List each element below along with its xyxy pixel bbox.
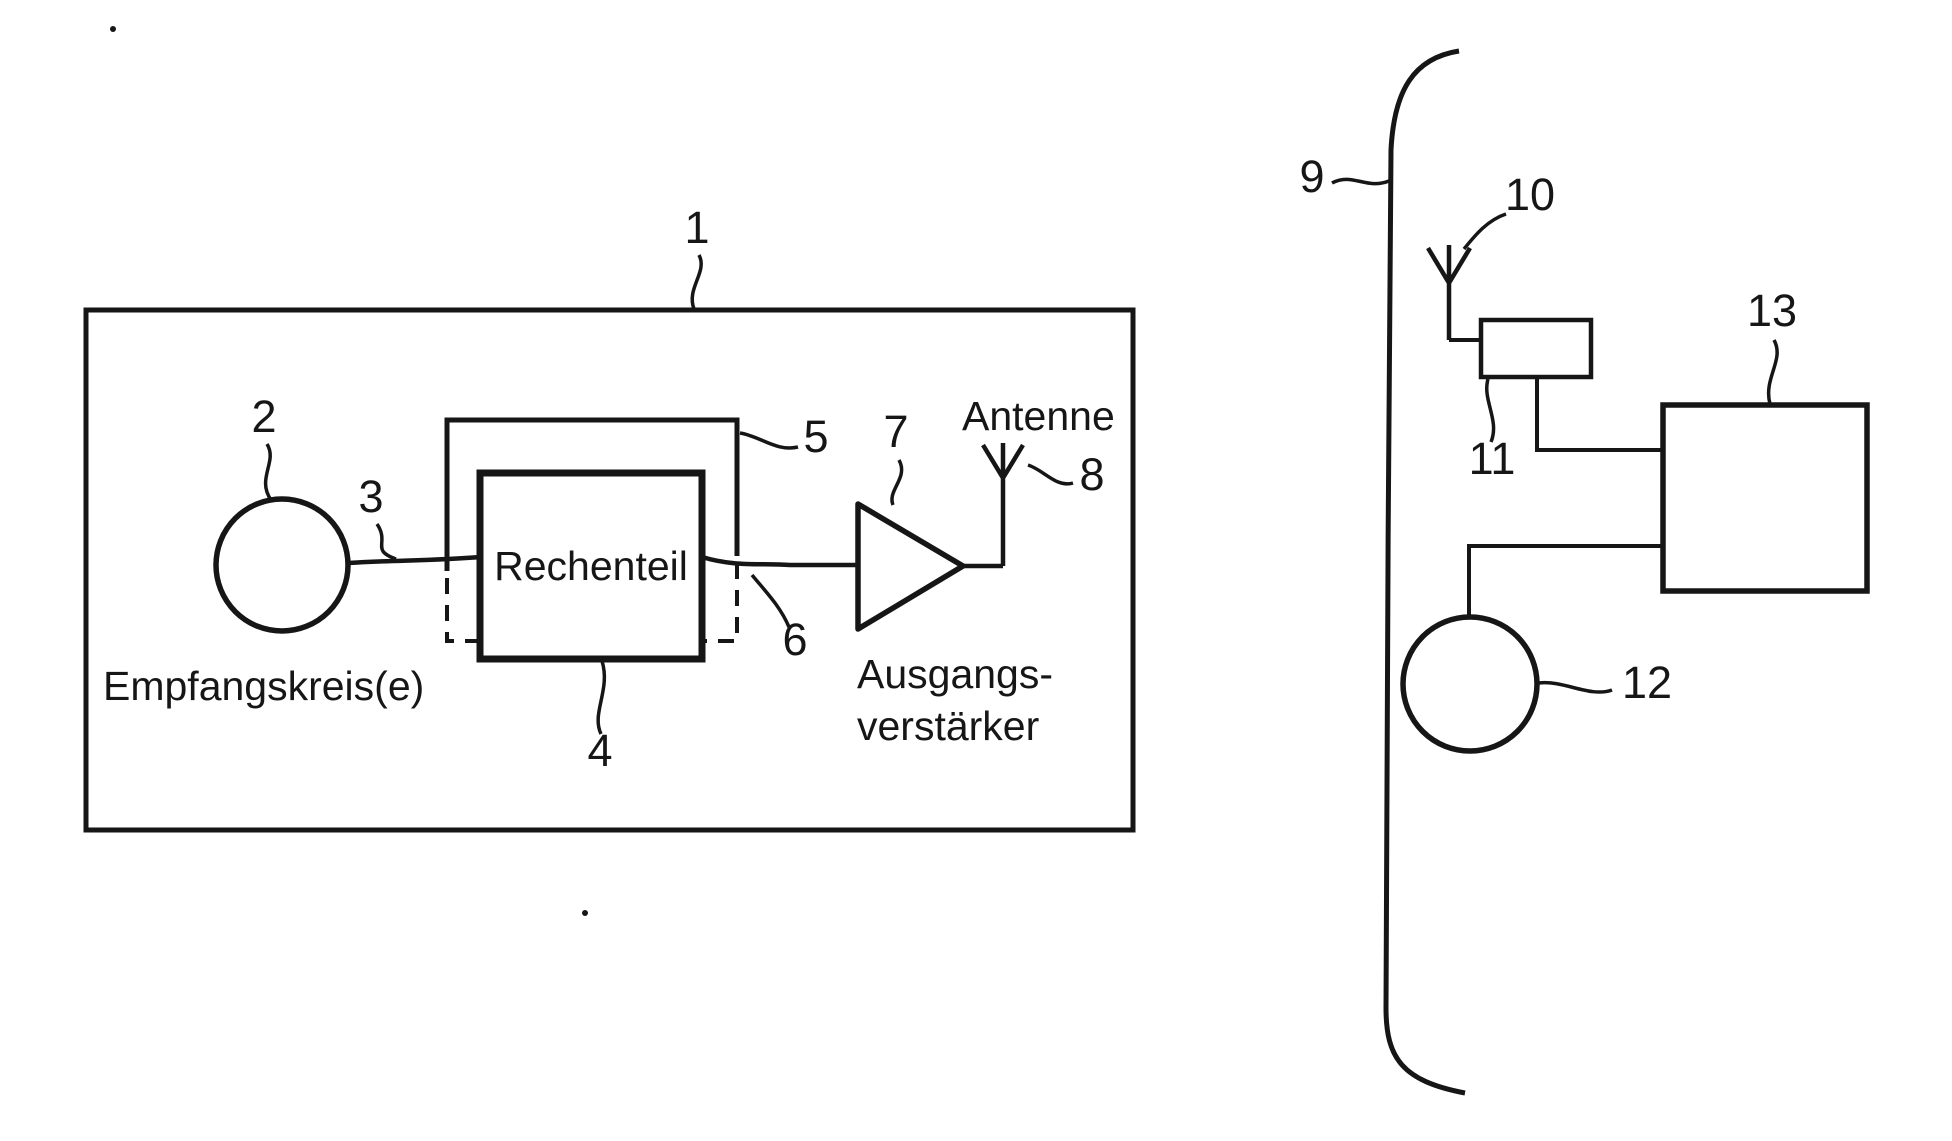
receiver-circle [213, 496, 351, 634]
leader-line-8 [1027, 463, 1074, 486]
ref-label-5: 5 [803, 411, 828, 462]
outer-frame-dashed-left [445, 578, 481, 643]
leader-line-5 [739, 431, 799, 450]
ref-label-1: 1 [684, 202, 709, 253]
wheel-circle [1400, 614, 1540, 754]
ref-label-8: 8 [1079, 449, 1104, 500]
leader-line-4 [596, 660, 607, 735]
ref-label-2: 2 [251, 391, 276, 442]
ref-label-7: 7 [883, 406, 908, 457]
control-box [1660, 402, 1870, 594]
leader-line-11 [1485, 378, 1496, 443]
leader-line-13 [1766, 339, 1779, 405]
computer-box [476, 469, 706, 663]
vehicle-antenna-icon [1426, 245, 1472, 340]
leader-line-12 [1538, 680, 1613, 694]
leader-line-2 [263, 443, 273, 501]
outer-frame-solid [444, 417, 740, 571]
ref-label-13: 13 [1747, 285, 1797, 336]
computer-label: Rechenteil [494, 543, 688, 589]
scan-speck [110, 26, 116, 32]
ref-label-6: 6 [782, 614, 807, 665]
ref-label-4: 4 [587, 725, 612, 776]
scan-speck [582, 910, 588, 916]
vehicle-body-curve [1383, 48, 1466, 1096]
amplifier-triangle [855, 501, 966, 632]
amplifier-label-line2: verstärker [857, 703, 1039, 749]
amplifier-label-line1: Ausgangs- [857, 651, 1053, 697]
ref-label-9: 9 [1299, 151, 1324, 202]
leader-line-6 [750, 573, 791, 628]
leader-line-3 [375, 523, 397, 561]
antenna-label: Antenne [962, 393, 1115, 439]
leader-line-10 [1462, 212, 1507, 251]
leader-line-9 [1331, 177, 1390, 186]
ref-label-12: 12 [1622, 657, 1672, 708]
computer-to-amplifier-line [701, 554, 857, 568]
antenna-icon [981, 443, 1025, 566]
ref-label-3: 3 [358, 471, 383, 522]
leader-line-7 [890, 459, 904, 506]
receiver-to-computer-line [347, 554, 482, 566]
receiver-label: Empfangskreis(e) [103, 663, 424, 709]
ref-label-11: 11 [1469, 433, 1516, 484]
leader-line-1 [690, 254, 703, 310]
receiver-to-control-line [1535, 377, 1663, 452]
vehicle-receiver-box [1478, 317, 1594, 380]
ref-label-10: 10 [1505, 169, 1555, 220]
device-boundary-box [83, 307, 1136, 833]
control-to-wheel-line [1467, 544, 1663, 617]
outer-frame-dashed-right [701, 563, 739, 643]
